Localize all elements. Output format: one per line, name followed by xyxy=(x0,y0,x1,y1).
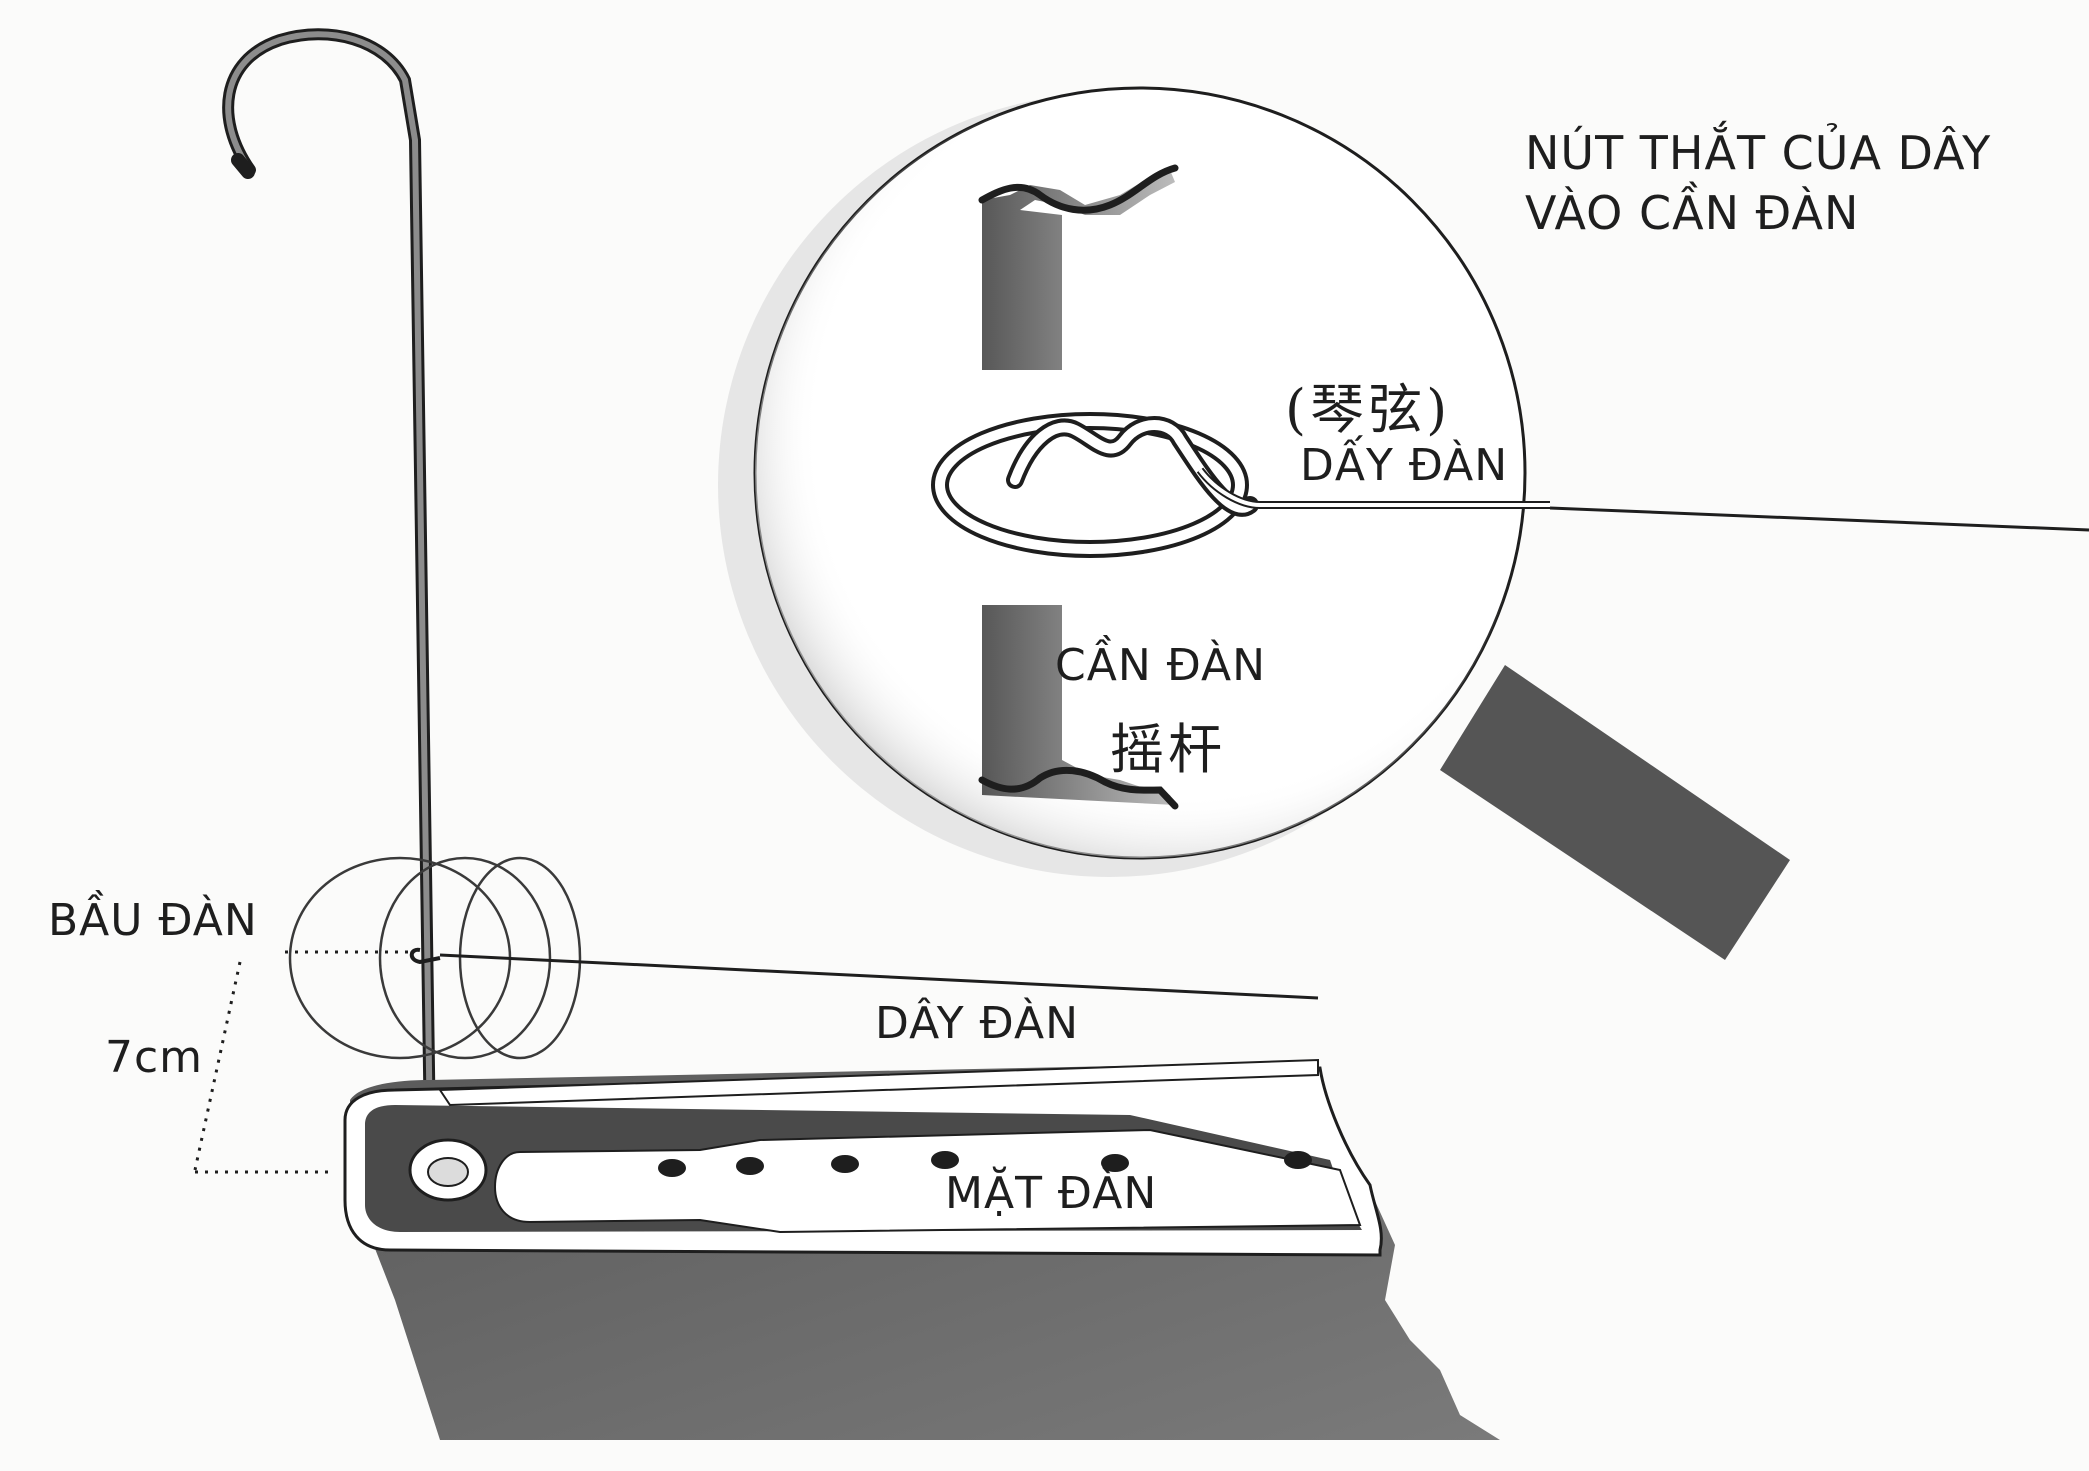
label-string: DÂY ĐÀN xyxy=(875,998,1079,1050)
label-string-chinese: (琴弦) xyxy=(1285,365,1451,444)
tuning-rod xyxy=(228,34,430,1135)
diagram-title: NÚT THẮT CỦA DÂY VÀO CẦN ĐÀN xyxy=(1525,125,1991,241)
label-string-zoom: DẤY ĐÀN xyxy=(1300,440,1508,492)
title-line-1: NÚT THẮT CỦA DÂY xyxy=(1525,125,1991,181)
label-surface: MẶT ĐÀN xyxy=(945,1168,1157,1220)
label-gourd: BẦU ĐÀN xyxy=(48,895,258,947)
label-tuning-rod: CẦN ĐÀN xyxy=(1055,640,1266,692)
label-tuning-rod-chinese: 摇杆 xyxy=(1110,705,1226,784)
zoom-string-out xyxy=(1550,508,2089,530)
title-line-2: VÀO CẦN ĐÀN xyxy=(1525,185,1991,241)
magnifier-handle xyxy=(1440,665,1790,960)
label-distance: 7cm xyxy=(105,1032,203,1084)
